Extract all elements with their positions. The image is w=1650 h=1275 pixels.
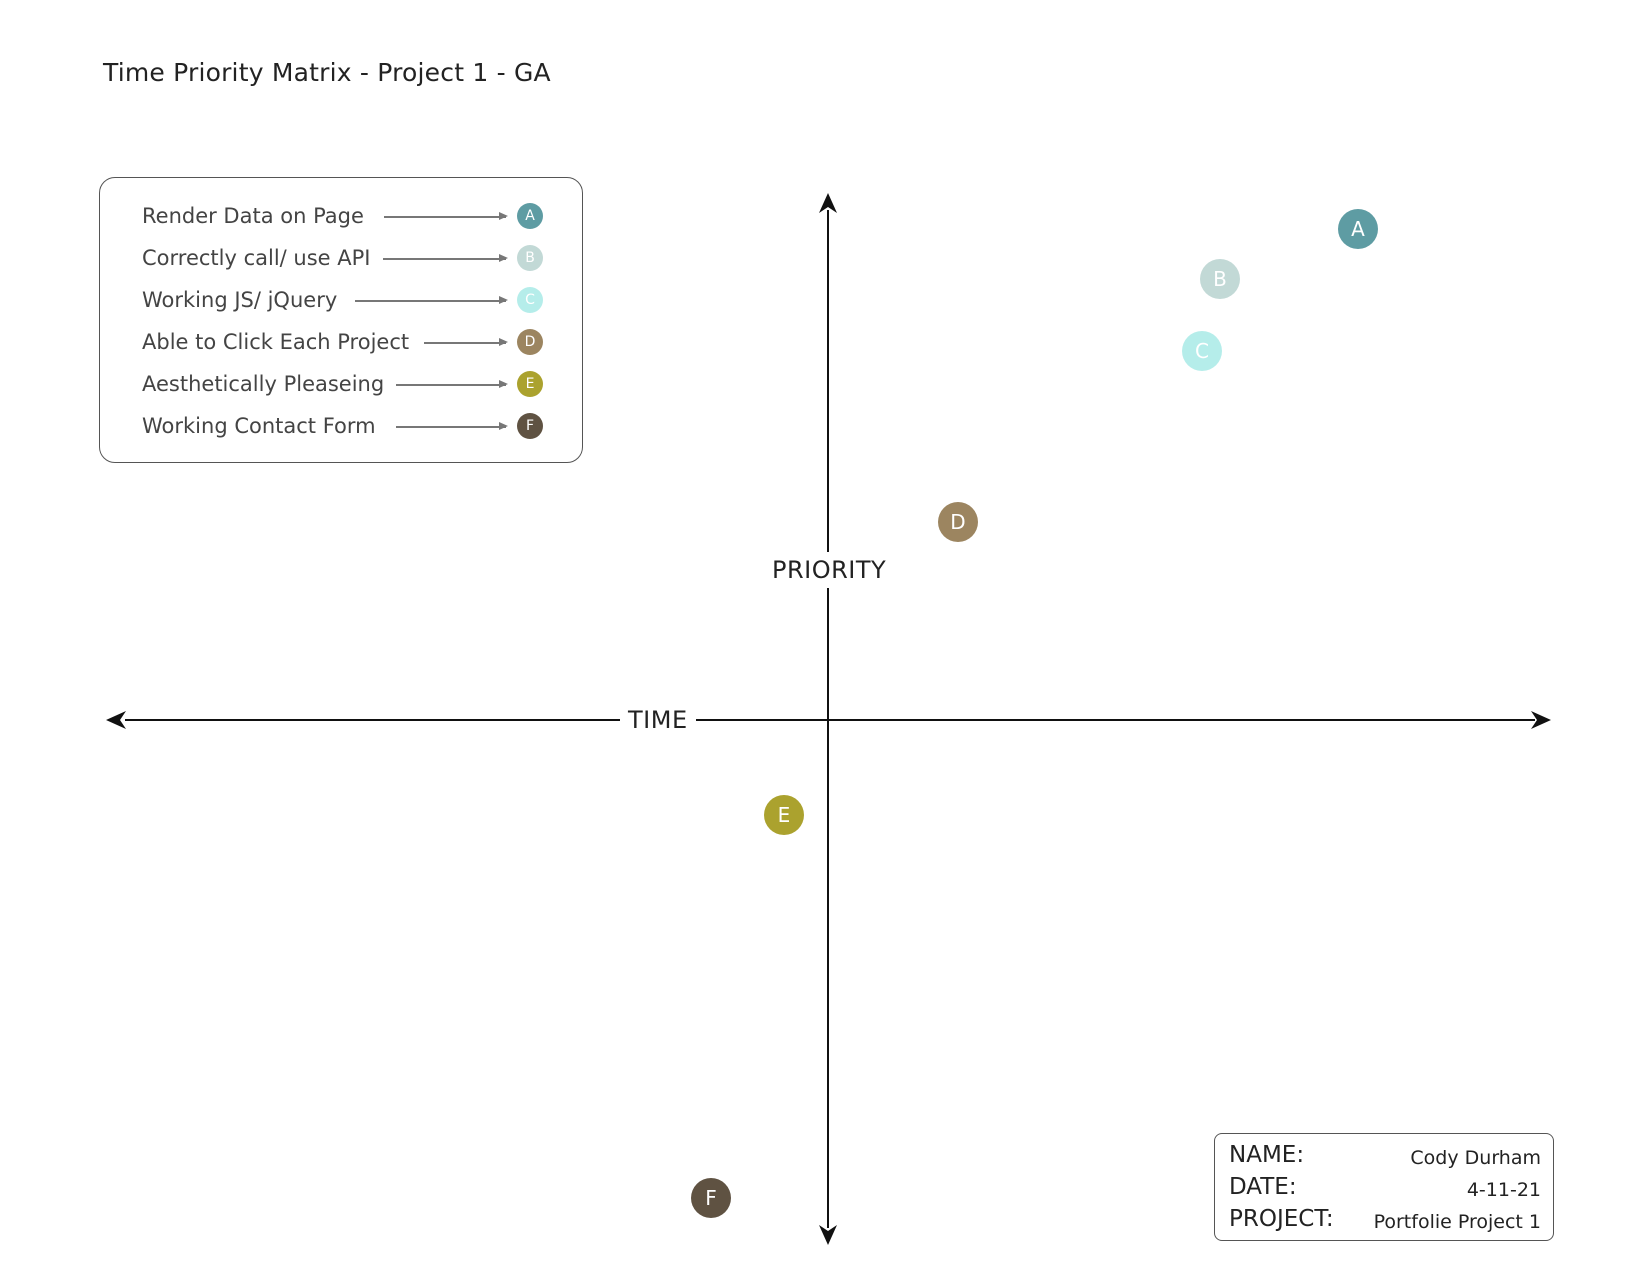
time-axis-label: TIME [620, 705, 696, 735]
date-key: DATE: [1229, 1174, 1297, 1200]
legend-label: Render Data on Page [142, 204, 364, 228]
legend-label: Working JS/ jQuery [142, 288, 338, 312]
legend-marker-e: E [517, 371, 543, 397]
priority-axis-label: PRIORITY [770, 552, 889, 588]
info-row-project: PROJECT: Portfolie Project 1 [1229, 1206, 1541, 1236]
legend-label: Working Contact Form [142, 414, 376, 438]
legend-arrow-icon [396, 423, 508, 429]
point-c: C [1182, 331, 1222, 371]
project-key: PROJECT: [1229, 1206, 1334, 1232]
legend-arrow-icon [424, 339, 508, 345]
name-value: Cody Durham [1410, 1147, 1541, 1169]
time-axis-right-arrow-icon [1531, 711, 1551, 729]
legend-label: Aesthetically Pleaseing [142, 372, 385, 396]
legend-marker-c: C [517, 287, 543, 313]
priority-axis-up-arrow-icon [819, 193, 837, 213]
info-box: NAME: Cody Durham DATE: 4-11-21 PROJECT:… [1214, 1133, 1554, 1241]
legend-marker-b: B [517, 245, 543, 271]
project-value: Portfolie Project 1 [1373, 1211, 1541, 1233]
point-b: B [1200, 259, 1240, 299]
legend: Render Data on Page A Correctly call/ us… [99, 177, 583, 463]
legend-label: Able to Click Each Project [142, 330, 410, 354]
legend-item-a: Render Data on Page A [100, 201, 582, 231]
time-axis-left-arrow-icon [106, 711, 126, 729]
legend-item-d: Able to Click Each Project D [100, 327, 582, 357]
legend-label: Correctly call/ use API [142, 246, 371, 270]
point-d: D [938, 502, 978, 542]
priority-axis-down-arrow-icon [819, 1225, 837, 1245]
point-e: E [764, 795, 804, 835]
legend-arrow-icon [355, 297, 508, 303]
legend-marker-a: A [517, 203, 543, 229]
legend-marker-f: F [517, 413, 543, 439]
date-value: 4-11-21 [1466, 1179, 1541, 1201]
legend-item-e: Aesthetically Pleaseing E [100, 369, 582, 399]
legend-item-b: Correctly call/ use API B [100, 243, 582, 273]
legend-item-f: Working Contact Form F [100, 411, 582, 441]
legend-arrow-icon [396, 381, 508, 387]
page-title: Time Priority Matrix - Project 1 - GA [103, 58, 551, 87]
legend-arrow-icon [383, 255, 508, 261]
point-f: F [691, 1178, 731, 1218]
legend-marker-d: D [517, 329, 543, 355]
legend-item-c: Working JS/ jQuery C [100, 285, 582, 315]
point-a: A [1338, 209, 1378, 249]
info-row-date: DATE: 4-11-21 [1229, 1174, 1541, 1204]
legend-arrow-icon [384, 213, 508, 219]
name-key: NAME: [1229, 1142, 1305, 1168]
info-row-name: NAME: Cody Durham [1229, 1142, 1541, 1172]
